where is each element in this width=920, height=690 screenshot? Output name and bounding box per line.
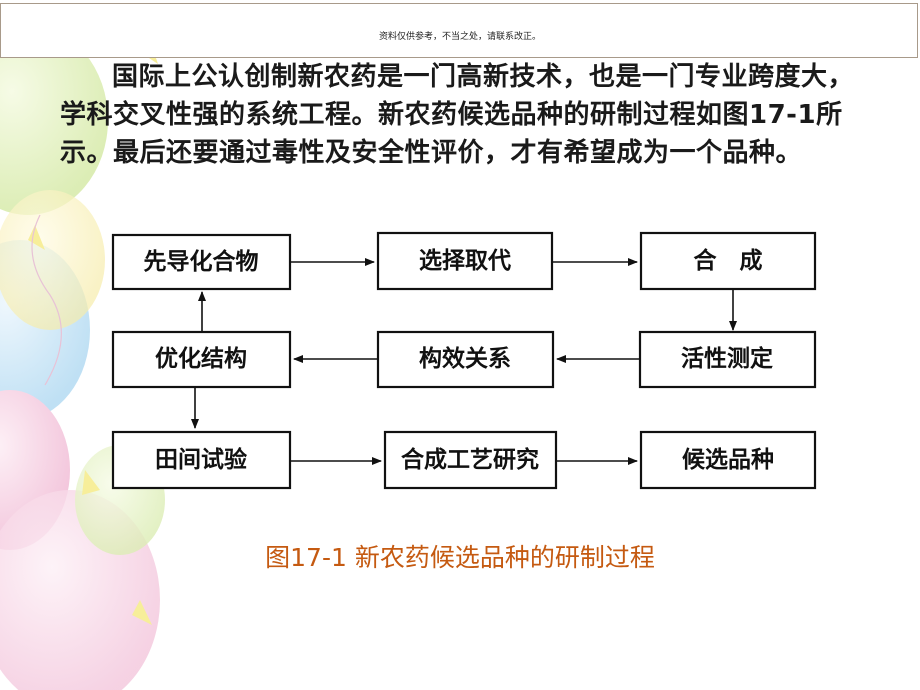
figure-caption: 图17-1 新农药候选品种的研制过程 — [265, 543, 655, 572]
label-candidate-variety: 候选品种 — [682, 447, 774, 473]
box-structure-activity — [376, 330, 555, 389]
intro-paragraph: 国际上公认创制新农药是一门高新技术，也是一门专业跨度大，学科交叉性强的系统工程。… — [60, 62, 855, 168]
disclaimer-note: 资料仅供参考，不当之处，请联系改正。 — [378, 32, 541, 42]
box-optimize-structure — [111, 330, 292, 389]
box-process-research — [383, 430, 558, 490]
label-optimize-structure: 优化结构 — [155, 345, 247, 372]
box-candidate-variety — [639, 430, 817, 490]
box-lead-compound — [111, 233, 292, 291]
label-structure-activity: 构效关系 — [419, 345, 511, 372]
header-frame: 资料仅供参考，不当之处，请联系改正。 — [0, 3, 918, 58]
label-process-research: 合成工艺研究 — [401, 446, 539, 473]
label-activity-test: 活性测定 — [681, 345, 773, 372]
label-synthesis: 合 成 — [694, 247, 763, 274]
box-select-substitution — [376, 231, 554, 291]
box-synthesis — [639, 231, 817, 291]
label-select-substitution: 选择取代 — [419, 248, 511, 274]
label-lead-compound: 先导化合物 — [144, 248, 259, 275]
box-activity-test — [638, 330, 817, 389]
box-field-trial — [111, 430, 292, 490]
label-field-trial: 田间试验 — [155, 446, 247, 473]
